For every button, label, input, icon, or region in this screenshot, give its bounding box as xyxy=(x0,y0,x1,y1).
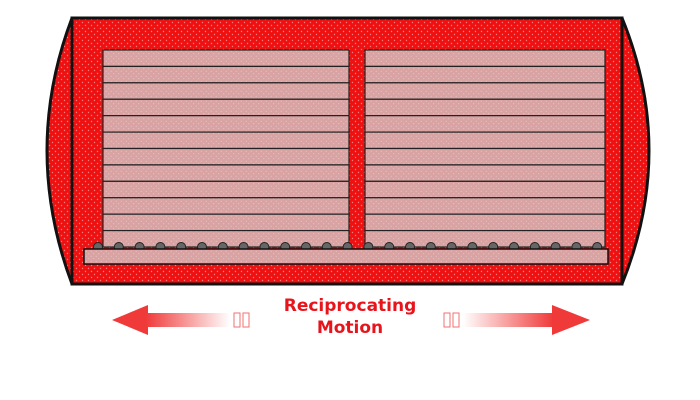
tray-left-11 xyxy=(102,213,350,232)
base-platform xyxy=(83,248,609,265)
tray-left-5 xyxy=(102,115,350,133)
tray-left-8 xyxy=(102,164,350,182)
tray-right-8 xyxy=(364,164,606,182)
tray-right-10 xyxy=(364,197,606,215)
tray-left-2 xyxy=(102,65,350,84)
left-arrow-tick-2 xyxy=(242,312,250,328)
tray-right-9 xyxy=(364,180,606,199)
tray-right-12 xyxy=(364,229,606,248)
left-arrow-tick-1 xyxy=(233,312,241,328)
tray-stack-left xyxy=(102,49,350,248)
right-arrow-shaft xyxy=(463,313,553,327)
motion-label-line-1: Reciprocating xyxy=(283,296,417,316)
tray-left-10 xyxy=(102,197,350,215)
motion-label: Reciprocating Motion xyxy=(230,295,470,339)
right-motion-arrow xyxy=(443,305,590,335)
tray-right-4 xyxy=(364,98,606,117)
left-arrow-shaft xyxy=(146,313,230,327)
tray-left-1 xyxy=(102,49,350,68)
tray-right-5 xyxy=(364,115,606,133)
tray-left-9 xyxy=(102,180,350,199)
right-arrow-tick-1 xyxy=(443,312,451,328)
left-arrow-head xyxy=(112,305,148,335)
left-end-cap xyxy=(45,17,74,285)
left-motion-arrow xyxy=(112,305,250,335)
tray-left-3 xyxy=(102,82,350,100)
tray-right-11 xyxy=(364,213,606,232)
tray-right-6 xyxy=(364,131,606,150)
tray-left-4 xyxy=(102,98,350,117)
motion-label-line-2: Motion xyxy=(316,318,384,338)
tray-right-2 xyxy=(364,65,606,84)
tray-stack-right xyxy=(364,49,606,248)
right-arrow-head xyxy=(552,305,590,335)
tray-right-1 xyxy=(364,49,606,68)
tray-right-7 xyxy=(364,147,606,166)
tray-right-3 xyxy=(364,82,606,100)
tray-left-7 xyxy=(102,147,350,166)
right-arrow-tick-2 xyxy=(452,312,460,328)
right-end-cap xyxy=(620,17,651,285)
tray-left-6 xyxy=(102,131,350,150)
